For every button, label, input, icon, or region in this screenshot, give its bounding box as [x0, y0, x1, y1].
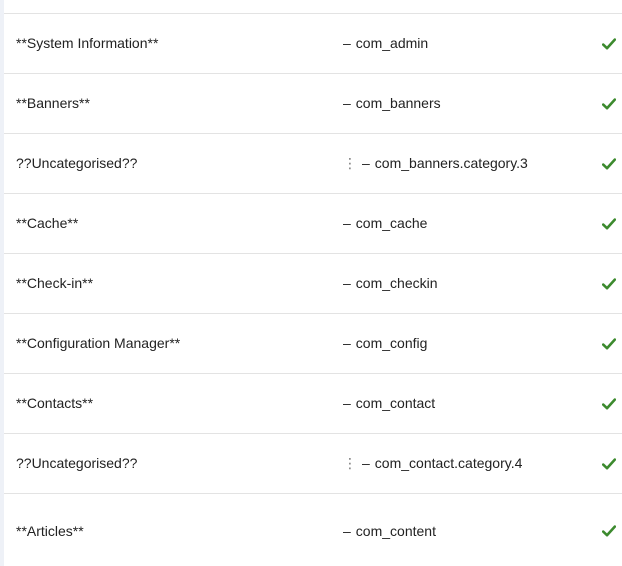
component-name: com_config [355, 335, 428, 351]
asset-name: **Banners** [16, 95, 90, 111]
check-icon [602, 277, 616, 289]
component-name: com_checkin [355, 275, 438, 291]
status-cell [602, 254, 616, 313]
table-row: **Configuration Manager** –com_config [4, 314, 622, 374]
status-cell [602, 74, 616, 133]
check-icon [602, 97, 616, 109]
tree-dash: – [343, 335, 351, 351]
asset-component: –com_config [343, 314, 427, 373]
component-name: com_contact.category.4 [374, 455, 523, 471]
status-cell [602, 374, 616, 433]
component-name: com_admin [355, 35, 429, 51]
asset-component: ⋮–com_contact.category.4 [343, 434, 522, 493]
tree-indent-marker: ⋮ [343, 455, 357, 471]
asset-component: –com_admin [343, 14, 428, 73]
asset-component: ⋮–com_banners.category.3 [343, 134, 528, 193]
component-name: com_contact [355, 395, 436, 411]
asset-name: **Contacts** [16, 395, 94, 411]
check-icon [602, 217, 616, 229]
component-name: com_banners [355, 95, 441, 111]
asset-name: **System Information** [16, 35, 159, 51]
check-icon [602, 157, 616, 169]
asset-table: **System Information** –com_admin **Bann… [4, 14, 622, 566]
asset-name: **Check-in** [16, 275, 94, 291]
asset-component: –com_contact [343, 374, 435, 433]
asset-name: ??Uncategorised?? [16, 455, 138, 471]
component-name: com_banners.category.3 [374, 155, 528, 171]
table-row: **Articles** –com_content [4, 494, 622, 566]
check-icon [602, 337, 616, 349]
tree-dash: – [343, 395, 351, 411]
tree-dash: – [362, 155, 370, 171]
asset-name: **Articles** [16, 523, 84, 539]
check-icon [602, 525, 616, 537]
status-cell [602, 134, 616, 193]
status-cell [602, 194, 616, 253]
check-icon [602, 397, 616, 409]
tree-dash: – [362, 455, 370, 471]
tree-dash: – [343, 95, 351, 111]
check-icon [602, 457, 616, 469]
table-row: **System Information** –com_admin [4, 14, 622, 74]
asset-name: ??Uncategorised?? [16, 155, 138, 171]
table-row: **Check-in** –com_checkin [4, 254, 622, 314]
tree-dash: – [343, 215, 351, 231]
table-row: **Contacts** –com_contact [4, 374, 622, 434]
status-cell [602, 14, 616, 73]
status-cell [602, 314, 616, 373]
asset-component: –com_checkin [343, 254, 438, 313]
asset-name: **Configuration Manager** [16, 335, 181, 351]
asset-component: –com_content [343, 494, 436, 566]
component-name: com_cache [355, 215, 428, 231]
status-cell [602, 434, 616, 493]
table-row: ??Uncategorised?? ⋮–com_contact.category… [4, 434, 622, 494]
table-row: **Banners** –com_banners [4, 74, 622, 134]
table-row: ??Uncategorised?? ⋮–com_banners.category… [4, 134, 622, 194]
left-rail [0, 0, 4, 566]
tree-dash: – [343, 275, 351, 291]
component-name: com_content [355, 523, 436, 539]
asset-component: –com_cache [343, 194, 427, 253]
table-top-border [4, 13, 622, 14]
status-cell [602, 494, 616, 566]
tree-indent-marker: ⋮ [343, 155, 357, 171]
asset-name: **Cache** [16, 215, 79, 231]
tree-dash: – [343, 35, 351, 51]
table-row: **Cache** –com_cache [4, 194, 622, 254]
check-icon [602, 37, 616, 49]
asset-component: –com_banners [343, 74, 441, 133]
tree-dash: – [343, 523, 351, 539]
